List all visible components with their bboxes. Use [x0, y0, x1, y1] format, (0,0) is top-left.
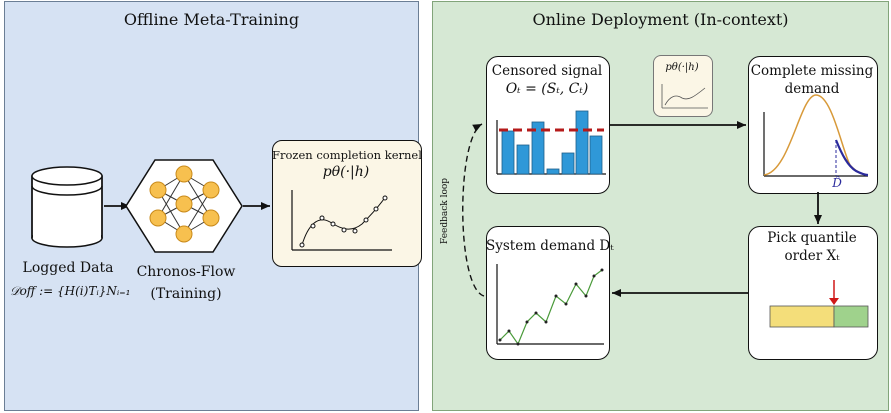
- system-demand-chart: [496, 264, 604, 346]
- quantile-subtitle: order Xₜ: [784, 248, 840, 264]
- quantile-bar: [769, 280, 869, 328]
- mini-kernel-formula: pθ(·|h): [665, 62, 699, 73]
- chronos-sublabel: (Training): [150, 286, 222, 302]
- system-demand-box: [486, 226, 610, 360]
- quantile-box: [748, 226, 878, 360]
- censored-formula: Oₜ = (Sₜ, Cₜ): [505, 81, 589, 97]
- kernel-formula: pθ(·|h): [322, 164, 370, 180]
- feedback-label: Feedback loop: [440, 177, 450, 245]
- dhat-label: D̂: [832, 176, 842, 190]
- dataset-formula: 𝒟off := {H(i)Tᵢ}Nᵢ₌₁: [10, 284, 131, 298]
- feedback-loop-arrow: [462, 123, 485, 297]
- kernel-plot: [291, 190, 392, 251]
- online-title: Online Deployment (In-context): [532, 10, 789, 29]
- system-demand-title: System demand Dₜ: [486, 238, 614, 254]
- chronos-label: Chronos-Flow: [136, 264, 236, 280]
- complete-subtitle: demand: [784, 81, 840, 97]
- neural-network-icon: [125, 159, 243, 253]
- quantile-title: Pick quantile: [767, 230, 857, 246]
- censored-bar-chart: [496, 110, 606, 175]
- censored-title: Censored signal: [491, 63, 603, 79]
- complete-title: Complete missing: [750, 63, 874, 79]
- frozen-kernel-box: [272, 140, 422, 267]
- mini-kernel-plot: [661, 84, 708, 109]
- mini-kernel-box: [653, 55, 713, 117]
- offline-title: Offline Meta-Training: [123, 10, 300, 29]
- kernel-title: Frozen completion kernel: [272, 148, 422, 162]
- logged-data-label: Logged Data: [22, 260, 114, 276]
- database-icon: [31, 166, 103, 248]
- density-plot: [763, 94, 869, 177]
